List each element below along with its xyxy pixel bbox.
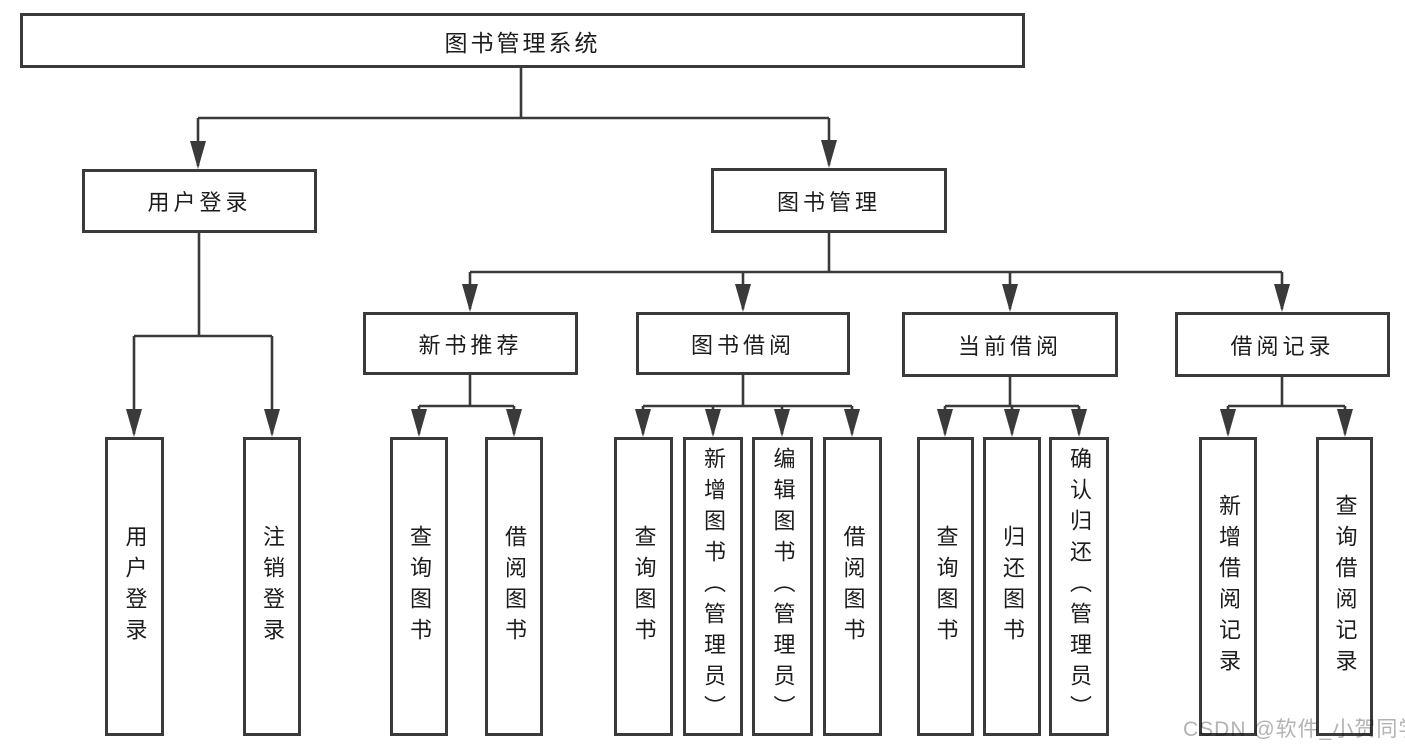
csdn-watermark: CSDN @软件_小贺同学: [1183, 718, 1405, 741]
node-label: 新增图书（管理员）: [701, 447, 726, 726]
node-label: 新书推荐: [418, 332, 523, 358]
leaf-return-books: 归还图书: [983, 437, 1041, 736]
node-label: 借阅图书: [502, 524, 527, 649]
node-label: 查询图书: [407, 524, 432, 649]
leaf-query-borrow-record: 查询借阅记录: [1316, 437, 1373, 736]
leaf-borrow-books: 借阅图书: [823, 437, 882, 736]
node-label: 借阅记录: [1230, 333, 1335, 359]
node-label: 图书管理: [776, 189, 881, 215]
node-label: 注销登录: [260, 524, 285, 649]
leaf-confirm-return-admin: 确认归还（管理员）: [1049, 437, 1109, 736]
node-label: 查询图书: [631, 524, 657, 649]
node-label: 当前借阅: [957, 333, 1062, 359]
node-label: 用户登录: [147, 190, 252, 215]
node-label: 查询图书: [933, 524, 959, 649]
leaf-query-books-current: 查询图书: [917, 437, 974, 736]
leaf-query-books-borrow: 查询图书: [614, 437, 673, 736]
node-borrow-records: 借阅记录: [1175, 312, 1390, 377]
leaf-add-borrow-record: 新增借阅记录: [1199, 437, 1257, 736]
node-label: 归还图书: [1000, 524, 1025, 649]
tree-edges: [132, 68, 1347, 434]
node-label: 用户登录: [122, 524, 148, 649]
node-book-borrow: 图书借阅: [636, 312, 850, 375]
node-user-login-group: 用户登录: [82, 169, 317, 233]
node-label: 借阅图书: [840, 524, 866, 649]
node-label: 图书管理系统: [444, 29, 601, 56]
leaf-borrow-books-recommend: 借阅图书: [485, 437, 543, 736]
node-label: 编辑图书（管理员）: [770, 447, 796, 726]
node-new-book-recommend: 新书推荐: [363, 312, 578, 375]
leaf-edit-books-admin: 编辑图书（管理员）: [752, 437, 813, 736]
node-label: 图书借阅: [690, 332, 795, 358]
node-label: 确认归还（管理员）: [1067, 447, 1092, 726]
leaf-user-login: 用户登录: [105, 437, 164, 736]
arrowheads: [126, 140, 1353, 437]
node-label: 新增借阅记录: [1216, 493, 1241, 680]
node-current-borrow: 当前借阅: [902, 312, 1118, 377]
leaf-add-books-admin: 新增图书（管理员）: [683, 437, 743, 736]
node-label: 查询借阅记录: [1332, 493, 1358, 680]
node-system-root: 图书管理系统: [20, 13, 1025, 68]
node-book-management-group: 图书管理: [711, 168, 947, 233]
leaf-logout: 注销登录: [243, 437, 301, 736]
leaf-query-books-recommend: 查询图书: [390, 437, 448, 736]
